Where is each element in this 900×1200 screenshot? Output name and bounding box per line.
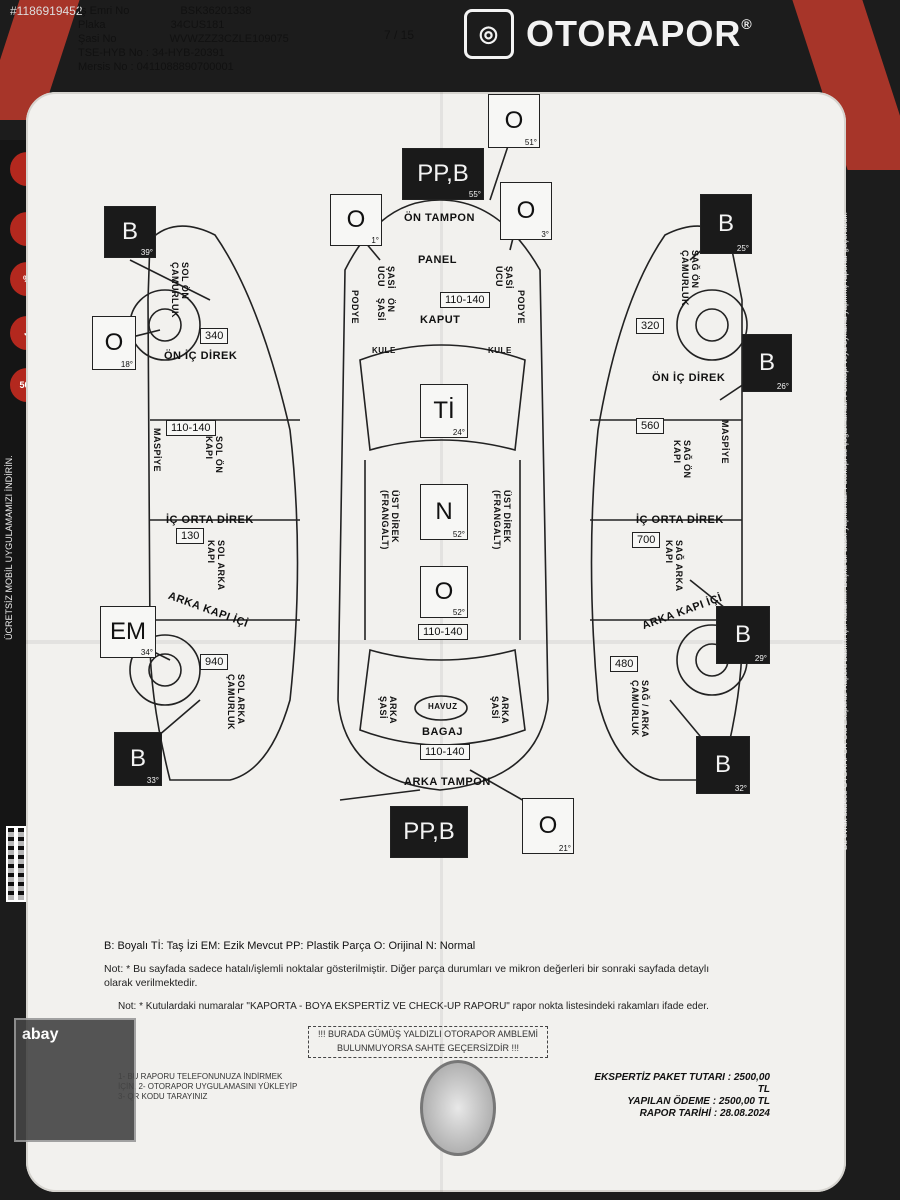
label-right-b-pillar: İÇ ORTA DİREK xyxy=(636,514,724,526)
label-right-front-door: SAĞ ÖN KAPI xyxy=(672,440,692,479)
thickness-right-fender: 320 xyxy=(636,318,665,334)
label-right-tower: KULE xyxy=(488,346,512,355)
left-car-outline xyxy=(147,225,299,781)
thickness-right-rear-door: 700 xyxy=(632,532,661,548)
brand-logo: ◎ OTORAPOR ® xyxy=(464,8,794,60)
label-left-rear-chassis: ARKA ŞASİ xyxy=(378,696,398,724)
right-disclaimer: Bu evrak sadece OTORAPOR Oto Ekspertiz R… xyxy=(840,212,849,850)
note-1: Not: * Bu sayfada sadece hatalı/işlemli … xyxy=(104,963,710,989)
label-right-podye: PODYE xyxy=(516,290,526,325)
hologram-emblem xyxy=(420,1060,496,1156)
legend: B: Boyalı Tİ: Taş İzi EM: Ezik Mevcut PP… xyxy=(104,940,476,952)
label-panel: PANEL xyxy=(418,254,457,266)
thickness-trunk: 110-140 xyxy=(420,744,470,760)
thickness-left-fender: 340 xyxy=(200,328,229,344)
label-right-a-pillar: ÖN İÇ DİREK xyxy=(652,372,726,384)
label-right-front-fender: SAĞ ÖN ÇAMURLUK xyxy=(680,250,700,306)
report-header-info: İş Emri No BSK36201338 Plaka 34CUS181 Şa… xyxy=(78,5,289,73)
label-right-rear-fender: SAĞ / ARKA ÇAMURLUK xyxy=(630,680,650,738)
listing-id: #1186919452 xyxy=(10,4,83,18)
thickness-roof-rear: 110-140 xyxy=(418,624,468,640)
label-left-rear-door: SOL ARKA KAPI xyxy=(206,540,226,591)
right-front-wheel xyxy=(676,289,748,361)
label-right-rear-chassis: ARKA ŞASİ xyxy=(490,696,510,724)
code-box-rear-bumper: PP,B xyxy=(390,806,468,858)
label-front-chassis: ÖN ŞASİ xyxy=(376,298,396,322)
fold-line xyxy=(440,92,443,1192)
report-sheet xyxy=(26,92,846,1192)
thickness-left-front-door: 110-140 xyxy=(166,420,216,436)
thickness-right-front-door: 560 xyxy=(636,418,665,434)
brand-name: OTORAPOR xyxy=(526,13,742,54)
label-right-rear-door: SAĞ ARKA KAPI xyxy=(664,540,684,592)
thickness-left-rear-door: 130 xyxy=(176,528,205,544)
label-left-tower: KULE xyxy=(372,346,396,355)
thickness-right-rear-fender: 480 xyxy=(610,656,639,672)
page-number: 7 / 15 xyxy=(384,28,415,42)
top-car-outline xyxy=(337,199,549,791)
label-left-podye: PODYE xyxy=(350,290,360,325)
thickness-left-rear-fender: 940 xyxy=(200,654,229,670)
thickness-hood: 110-140 xyxy=(440,292,490,308)
label-roof-right: ÜST DİREK (FRANGALT) xyxy=(492,490,512,550)
note-2: Not: * Kutulardaki numaralar "KAPORTA - … xyxy=(118,1001,709,1012)
brand-reg: ® xyxy=(741,16,753,32)
label-right-maspiye: MASPİYE xyxy=(720,420,730,465)
label-left-rear-fender: SOL ARKA ÇAMURLUK xyxy=(226,674,246,730)
left-rear-wheel xyxy=(129,634,201,706)
hologram-warning: !!! BURADA GÜMÜŞ YALDIZLI OTORAPOR AMBLE… xyxy=(308,1026,548,1058)
label-left-maspiye: MASPİYE xyxy=(152,428,162,473)
label-hood: KAPUT xyxy=(420,314,461,326)
label-right-chassis-end: ŞASİ UCU xyxy=(494,266,514,290)
label-front-bumper: ÖN TAMPON xyxy=(404,212,475,224)
label-left-b-pillar: İÇ ORTA DİREK xyxy=(166,514,254,526)
label-roof-left: ÜST DİREK (FRANGALT) xyxy=(380,490,400,550)
label-left-a-pillar: ÖN İÇ DİREK xyxy=(164,350,238,362)
fold-line xyxy=(26,640,846,644)
fee-summary: EKSPERTİZ PAKET TUTARI : 2500,00 TL YAPI… xyxy=(594,1072,770,1119)
label-rear-bumper: ARKA TAMPON xyxy=(404,776,491,788)
havuz-ellipse xyxy=(414,695,468,721)
shield-logo-icon: ◎ xyxy=(464,9,514,59)
label-left-chassis-end: ŞASİ UCU xyxy=(376,266,396,290)
right-car-outline xyxy=(590,225,743,781)
label-trunk: BAGAJ xyxy=(422,726,464,738)
thumbnail-overlay: abay xyxy=(14,1018,136,1142)
label-left-front-fender: SOL ÖN ÇAMURLUK xyxy=(170,262,190,318)
label-havuz: HAVUZ xyxy=(428,702,458,711)
label-left-front-door: SOL ÖN KAPI xyxy=(204,436,224,474)
app-download-steps: 1- BU RAPORU TELEFONUNUZA İNDİRMEK İÇİN,… xyxy=(118,1072,298,1101)
